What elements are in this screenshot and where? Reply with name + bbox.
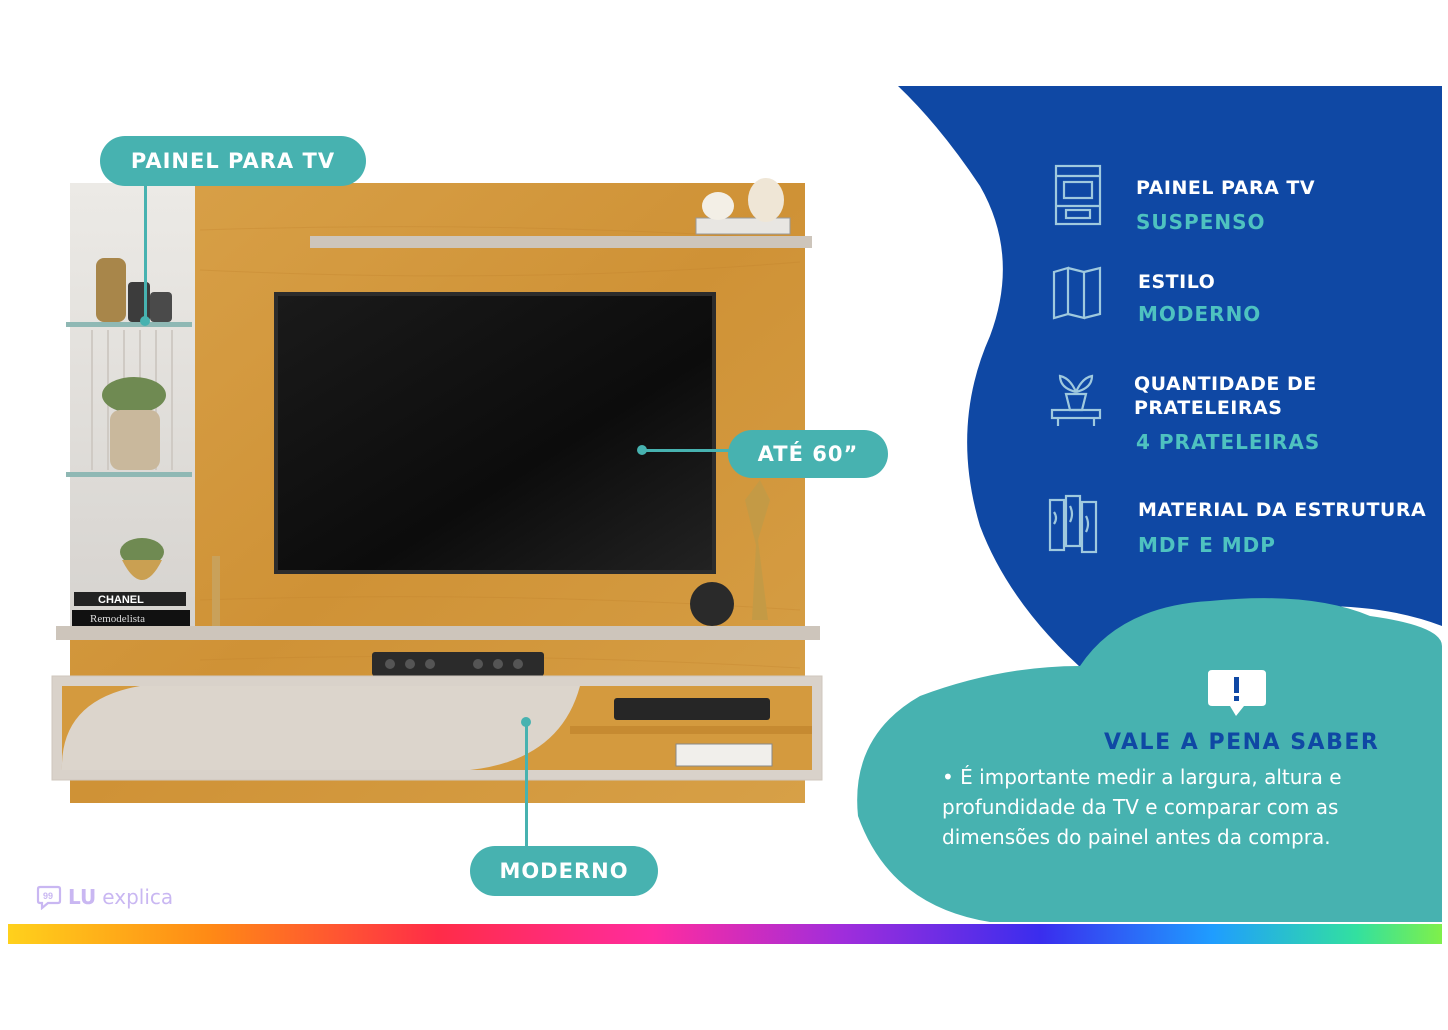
wood-planks-icon (1048, 494, 1098, 554)
plant-shelf-icon (1050, 374, 1102, 426)
chat-bubble-icon: 99 (36, 885, 62, 910)
candle-holder (212, 556, 220, 626)
plant-pot (110, 410, 160, 470)
feature-value: 4 PRATELEIRAS (1136, 430, 1321, 454)
ceramic-jar (702, 192, 734, 220)
glass-sphere (690, 582, 734, 626)
brand-explica: explica (102, 885, 174, 909)
plant-leaves (102, 377, 166, 413)
top-shelf (310, 236, 812, 248)
tv-size-label: ATÉ 60” (757, 442, 859, 466)
tv-size-dot (637, 445, 647, 455)
soundbar (372, 652, 544, 676)
main-shelf (56, 626, 820, 640)
plant-leaves (120, 538, 164, 566)
ceramic-jar (748, 178, 784, 222)
dvd-player (614, 698, 770, 720)
gold-sculpture (745, 480, 770, 620)
gold-vase (96, 258, 126, 322)
style-callout-label: MODERNO (499, 859, 629, 883)
alert-speech-icon (1208, 670, 1266, 716)
feature-value: MODERNO (1138, 302, 1262, 326)
feature-title: QUANTIDADE DE PRATELEIRAS (1134, 373, 1317, 419)
folding-screen-icon (1052, 266, 1102, 320)
tv-screen (278, 296, 712, 570)
feature-title: MATERIAL DA ESTRUTURA (1138, 499, 1427, 521)
style-callout-leader (525, 722, 528, 848)
feature-title: PAINEL PARA TV (1136, 177, 1316, 199)
tv-size-callout: ATÉ 60” (728, 430, 888, 478)
book-stack (675, 743, 773, 767)
feature-value: MDF E MDP (1138, 533, 1276, 557)
rack-shelf (570, 726, 812, 734)
panel-callout-leader (144, 186, 147, 322)
feature-title: ESTILO (1138, 271, 1216, 293)
brand-logo: 99 LU explica (36, 884, 173, 910)
tip-text: • É importante medir a largura, altura e… (942, 765, 1342, 849)
rainbow-bar (8, 924, 1442, 944)
tv-panel-illustration: CHANEL Remodelista (51, 178, 823, 803)
brand-lu: LU (68, 885, 97, 909)
glass-shelf (66, 322, 192, 327)
book-stack (695, 217, 791, 235)
panel-callout-dot (140, 316, 150, 326)
svg-text:99: 99 (43, 891, 53, 901)
blue-blob (898, 86, 1442, 680)
curved-door (62, 686, 580, 770)
tv-panel-icon (1054, 164, 1102, 226)
book-remodelista: Remodelista (90, 613, 145, 625)
feature-value: SUSPENSO (1136, 210, 1266, 234)
style-callout: MODERNO (470, 846, 658, 896)
tv-size-leader (642, 449, 730, 452)
book-chanel: CHANEL (98, 594, 144, 606)
gold-pot (122, 560, 162, 580)
panel-callout-label: PAINEL PARA TV (130, 149, 336, 173)
style-callout-dot (521, 717, 531, 727)
teal-blob (857, 598, 1442, 922)
panel-callout: PAINEL PARA TV (100, 136, 366, 186)
glass-shelf (66, 472, 192, 477)
info-background (857, 86, 1442, 922)
tip-title: VALE A PENA SABER (1104, 730, 1380, 755)
book-stack (72, 610, 190, 626)
dark-vase (150, 292, 172, 322)
book-stack (74, 592, 186, 606)
